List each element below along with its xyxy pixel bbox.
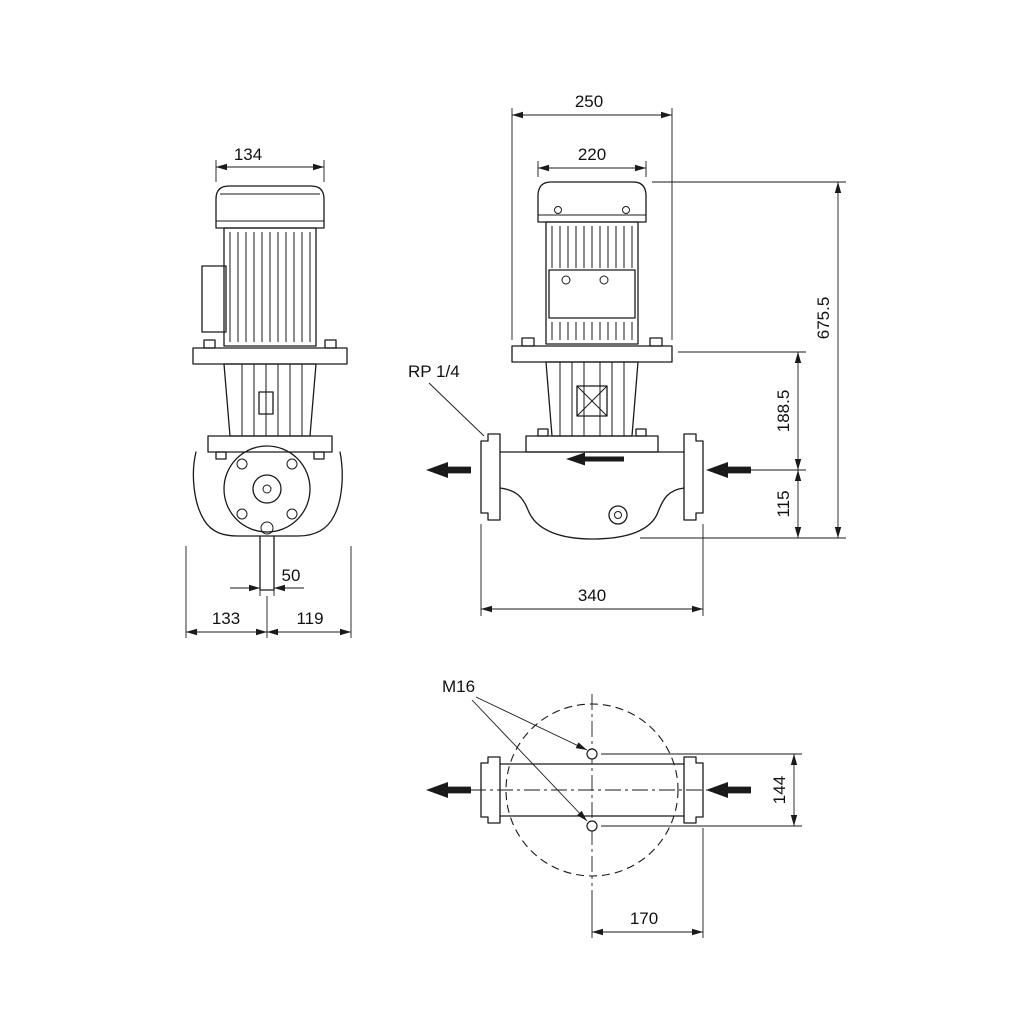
- head-bolt-left: [215, 451, 227, 460]
- port-flange-left-top: [480, 756, 501, 824]
- dim-label-port-diameter: 50: [282, 566, 301, 585]
- motor-stool-flange: [192, 347, 348, 365]
- flange-bolt-left: [203, 339, 216, 349]
- shaft-center: [262, 484, 272, 494]
- dim-label-center-to-left: 133: [212, 609, 240, 628]
- drain-boss: [260, 521, 274, 535]
- leader-bolt-bottom: [471, 699, 588, 822]
- eyebolt-left: [554, 206, 562, 214]
- motor-fins: [229, 232, 311, 342]
- motor-body: [223, 227, 317, 347]
- motor-stool-flange-front: [511, 345, 673, 363]
- stool-bolt-left: [521, 337, 535, 347]
- cable-gland-1: [561, 275, 571, 285]
- dim-label-port-to-port: 340: [578, 586, 606, 605]
- port-flange-right-top: [683, 756, 704, 824]
- motor-body-front: [545, 221, 639, 345]
- dim-label-head-width: 250: [575, 92, 603, 111]
- ext-lines-144: [601, 753, 802, 827]
- coupling-cage-ribs-front: [559, 362, 625, 436]
- front-view-dimensions: RP 1/4 250 220 675.5 188.5 115 340: [408, 92, 846, 616]
- top-view-outline: [426, 694, 751, 886]
- port-flange-left: [480, 433, 501, 521]
- motor-fins-bottom: [551, 322, 633, 340]
- leader-gauge-tapping: [428, 382, 485, 437]
- flange-bolt-hole-4: [286, 508, 298, 520]
- side-view: 134 50 133 119: [185, 145, 352, 638]
- flange-bolt-hole-2: [286, 458, 298, 470]
- flow-arrow-inlet-top-icon: [706, 782, 751, 798]
- foundation-bolt-hole-bottom: [586, 820, 598, 832]
- side-view-dimensions: 134 50 133 119: [185, 145, 352, 638]
- motor-cap: [215, 185, 325, 229]
- top-view-dimensions: M16 144 170: [442, 677, 802, 938]
- motor-cap-front: [537, 181, 647, 223]
- dim-label-center-to-right: 119: [296, 609, 323, 628]
- motor-fins-top: [551, 226, 633, 268]
- port-flange-right: [683, 433, 704, 521]
- dim-label-center-to-flange: 170: [630, 909, 658, 928]
- coupling-window: [258, 391, 274, 415]
- ext-lines-134: [215, 160, 325, 182]
- ext-lines-50: [259, 566, 275, 596]
- volute-body-front: [499, 487, 685, 540]
- flange-bolt-right: [324, 339, 337, 349]
- coupling-cross: [576, 385, 608, 417]
- dim-label-port-axis-to-base: 115: [774, 490, 793, 517]
- terminal-box-front: [548, 269, 636, 319]
- ext-lines-heights: [640, 181, 846, 539]
- eyebolt-right: [622, 206, 630, 214]
- side-view-outline: [192, 185, 348, 591]
- head-bolt-right: [313, 451, 325, 460]
- front-view: RP 1/4 250 220 675.5 188.5 115 340: [408, 92, 846, 616]
- dim-label-flange-to-port-axis: 188.5: [774, 390, 793, 433]
- head-bolt-right-front: [635, 428, 647, 437]
- leader-bolt-top: [475, 696, 588, 751]
- pump-head-flange: [207, 435, 333, 453]
- dim-label-motor-width-side: 134: [234, 145, 262, 164]
- dim-label-motor-width-front: 220: [578, 145, 606, 164]
- flange-bolt-hole-3: [236, 508, 248, 520]
- dim-label-total-height: 675.5: [814, 297, 833, 340]
- head-bolt-left-front: [537, 428, 549, 437]
- ext-lines-133-119: [185, 546, 352, 638]
- foundation-bolt-hole-top: [586, 748, 598, 760]
- coupling-cage-ribs: [241, 364, 303, 436]
- suction-bore: [252, 474, 282, 504]
- suction-flange-face: [223, 445, 311, 533]
- label-gauge-tapping: RP 1/4: [408, 362, 460, 381]
- drain-plug: [608, 505, 628, 525]
- stool-bolt-right: [649, 337, 663, 347]
- cable-gland-2: [599, 275, 609, 285]
- label-bolt-size: M16: [442, 677, 475, 696]
- flow-arrow-internal-icon: [566, 452, 624, 466]
- volute-casing: [192, 451, 343, 537]
- flow-arrow-outlet-icon: [426, 462, 471, 478]
- terminal-box: [201, 265, 227, 333]
- ext-lines-250: [511, 108, 673, 340]
- coupling-guard: [576, 385, 608, 417]
- front-view-outline: [426, 181, 751, 540]
- pipe-stub: [259, 535, 275, 591]
- ext-lines-340: [480, 524, 704, 616]
- dim-label-bolt-spacing: 144: [770, 776, 789, 804]
- flange-bolt-hole-1: [236, 458, 248, 470]
- top-view: M16 144 170: [426, 677, 802, 938]
- drain-plug-center: [614, 511, 622, 519]
- flow-arrow-outlet-top-icon: [426, 782, 471, 798]
- pump-head-flange-front: [525, 435, 659, 453]
